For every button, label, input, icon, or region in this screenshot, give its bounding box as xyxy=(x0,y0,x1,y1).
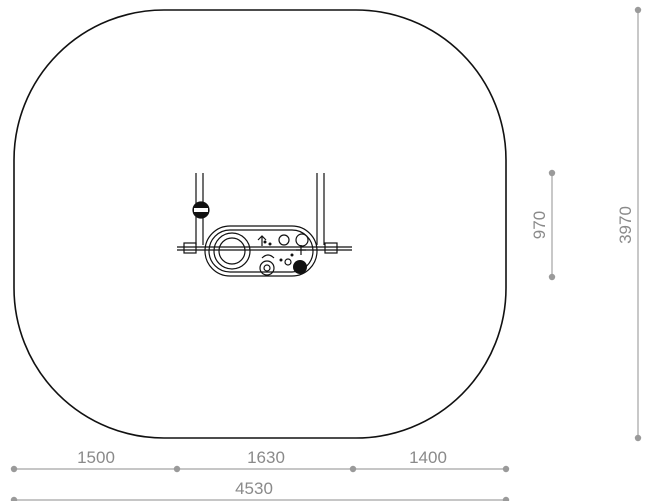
horizontal-dimension-segments: 1500 1630 1400 xyxy=(10,448,510,473)
dim-label-1400: 1400 xyxy=(409,448,447,467)
dim-label-3970: 3970 xyxy=(616,206,635,244)
vertical-dimension-total: 3970 xyxy=(616,6,642,442)
vertical-dimension-equipment: 970 xyxy=(530,169,556,281)
dim-label-970: 970 xyxy=(530,211,549,239)
safety-zone-outline xyxy=(13,9,507,439)
horizontal-dimension-total: 4530 xyxy=(10,479,510,501)
dim-label-1630: 1630 xyxy=(247,448,285,467)
dim-label-4530: 4530 xyxy=(235,479,273,498)
equipment-plan xyxy=(177,173,352,277)
dim-label-1500: 1500 xyxy=(77,448,115,467)
